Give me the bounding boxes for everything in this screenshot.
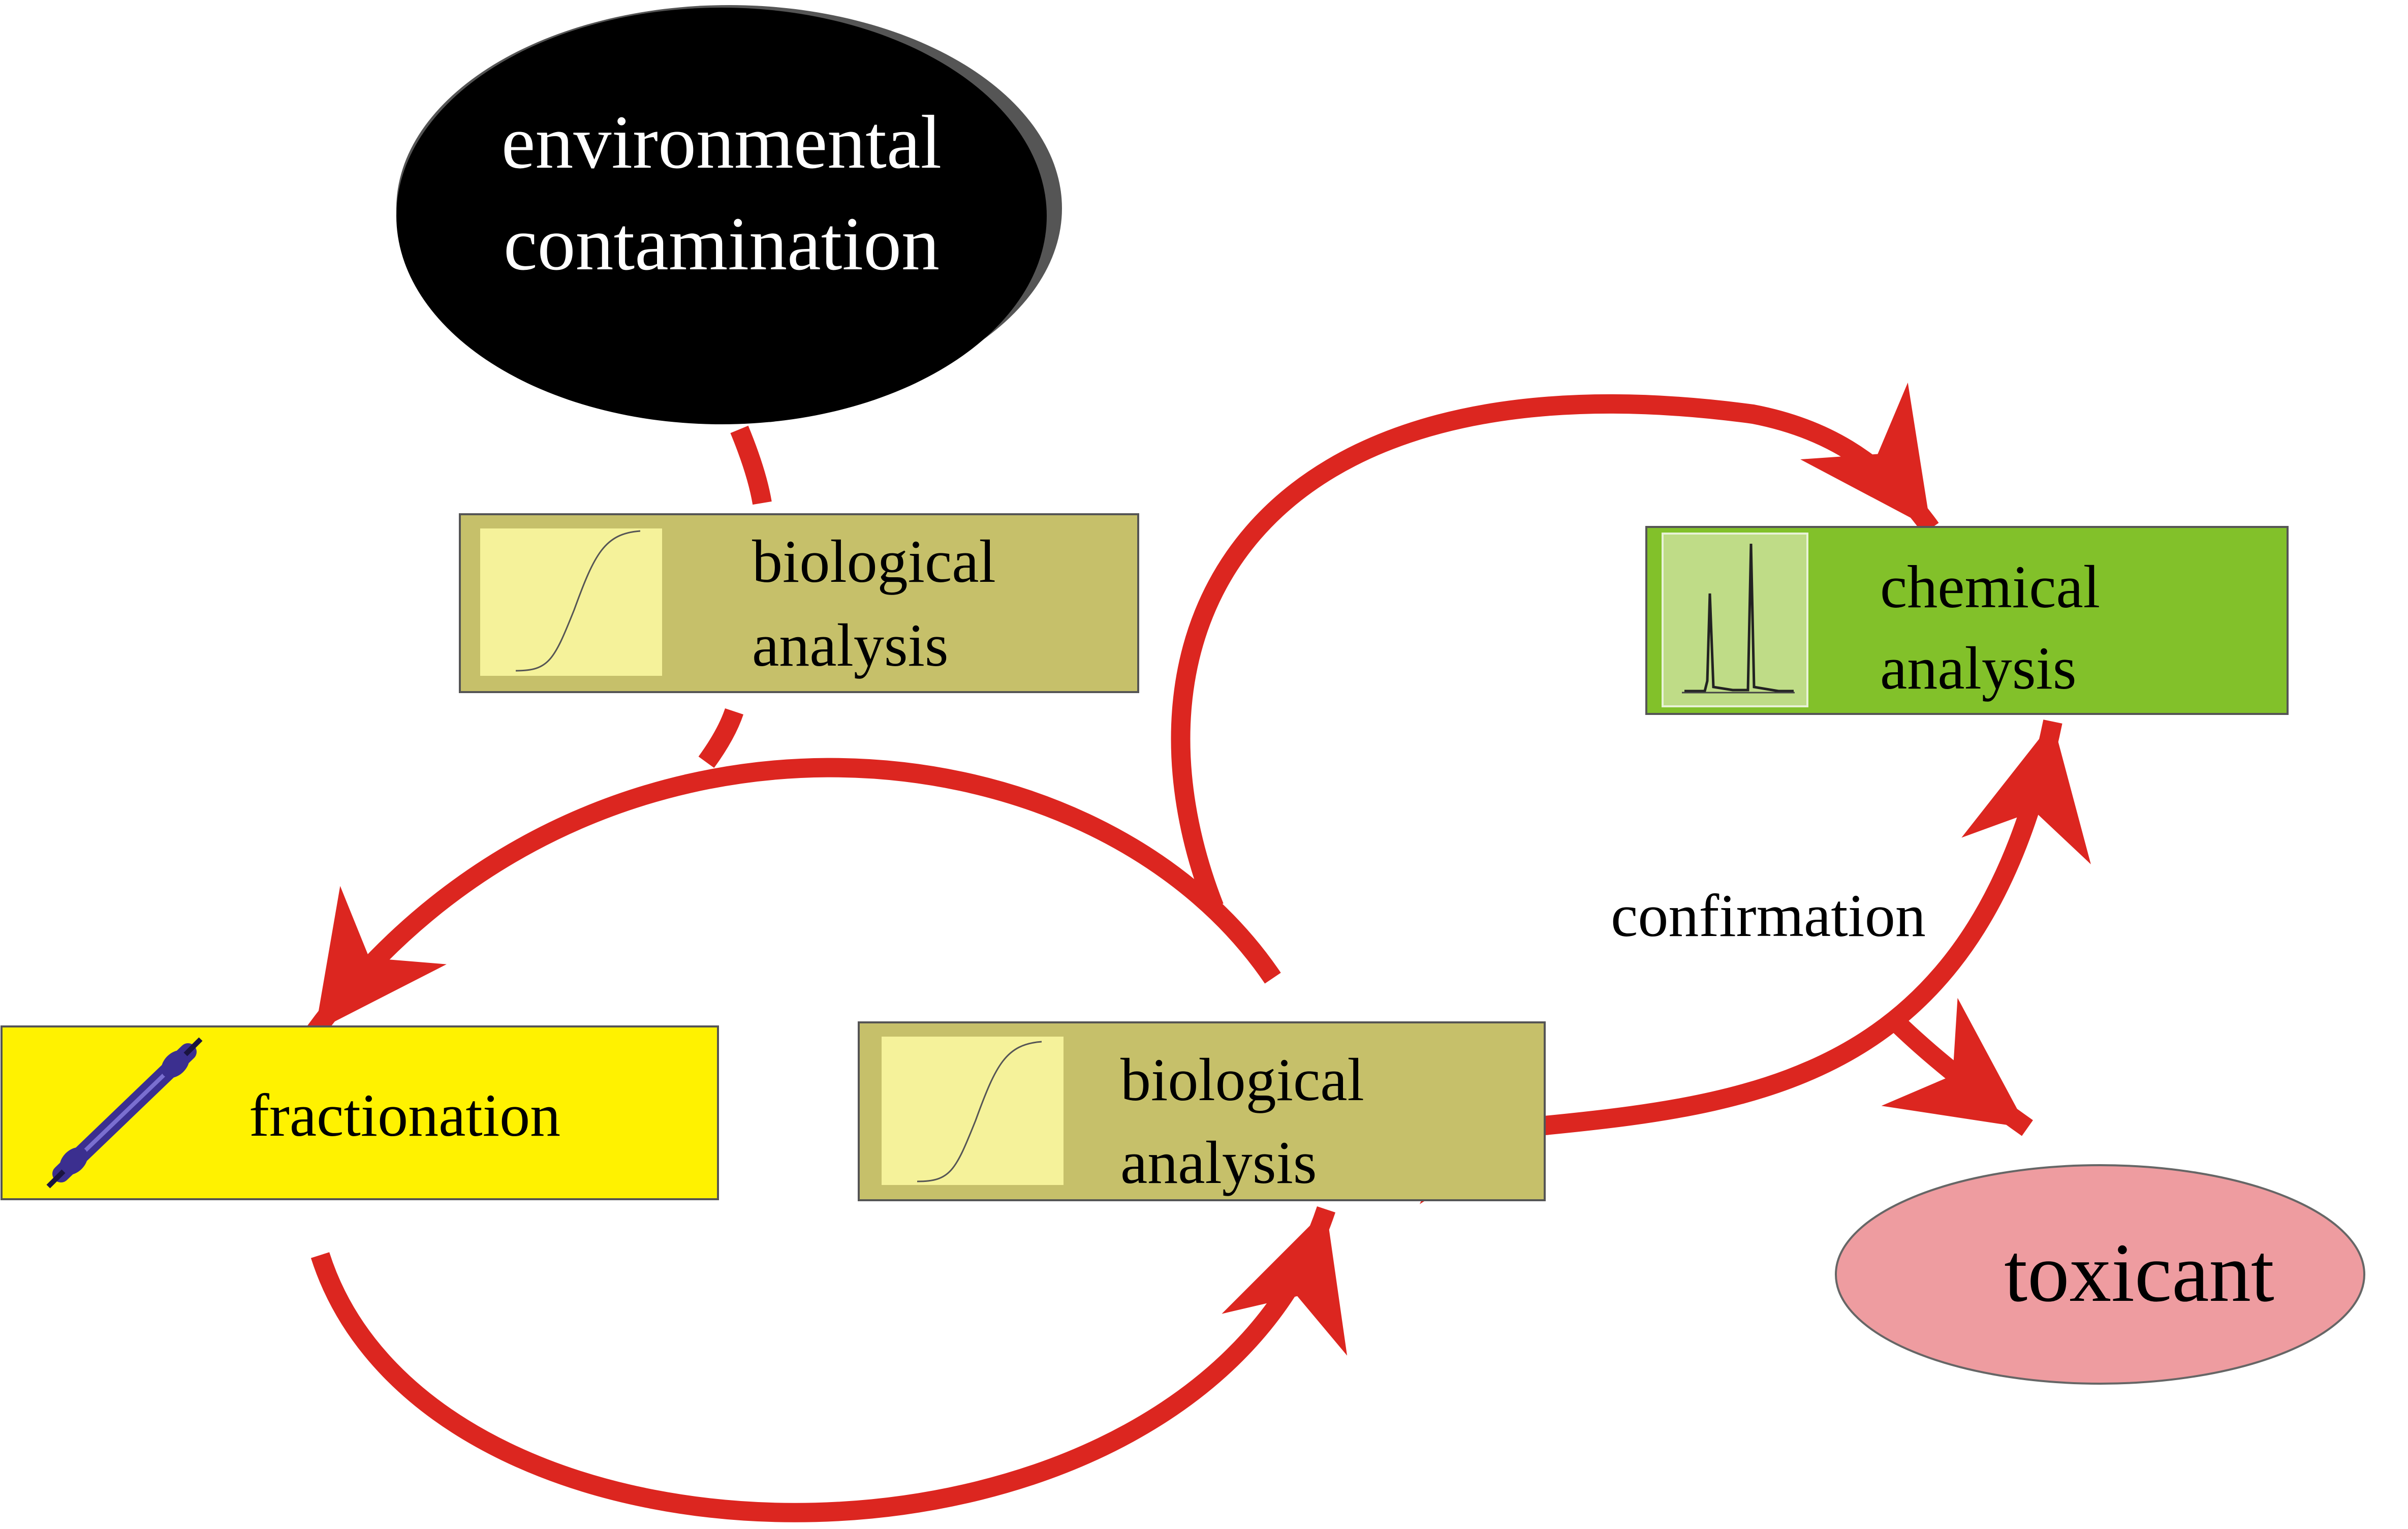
edge-to-toxicant — [1881, 997, 2033, 1136]
chromatography-column-icon — [46, 1037, 203, 1189]
sigmoid-curve-icon — [882, 1037, 1064, 1185]
edge-env-to-bio-top-lower — [698, 708, 744, 768]
toxicant-ellipse — [1835, 1164, 2365, 1385]
node-biological-analysis-bottom: biological analysis — [858, 1021, 1546, 1201]
node-biological-analysis-top: biological analysis — [459, 513, 1139, 693]
bio-top-label-line1: biological — [752, 527, 996, 595]
node-fractionation: fractionation — [1, 1025, 719, 1200]
confirmation-label: confirmation — [1611, 882, 1926, 949]
sigmoid-curve-icon — [480, 528, 662, 676]
chem-label-line2: analysis — [1880, 634, 2077, 702]
bio-bottom-label-line1: biological — [1120, 1046, 1364, 1113]
node-toxicant: toxicant — [1835, 1164, 2365, 1385]
chem-label-line1: chemical — [1880, 553, 2100, 620]
toxicant-label: toxicant — [2004, 1226, 2274, 1319]
env-ellipse — [396, 8, 1047, 424]
bio-bottom-label-line2: analysis — [1120, 1129, 1317, 1196]
edges — [307, 382, 2091, 1522]
bio-top-label-line2: analysis — [752, 611, 949, 679]
edge-bio-bottom-to-fractionation — [307, 758, 1281, 1038]
chromatogram-icon — [1662, 533, 1808, 707]
edge-confirmation — [1406, 720, 2091, 1204]
edge-env-to-bio-top-upper — [730, 425, 772, 505]
edge-bio-bottom-to-chemical — [1171, 382, 1939, 911]
env-label-line1: environmental — [502, 100, 942, 184]
fraction-label: fractionation — [249, 1081, 560, 1149]
node-chemical-analysis: chemical analysis — [1645, 526, 2289, 715]
env-label-line2: contamination — [504, 202, 940, 286]
edge-fractionation-to-bio-bottom — [310, 1206, 1347, 1522]
node-environmental-contamination: environmental contamination — [396, 5, 1062, 424]
